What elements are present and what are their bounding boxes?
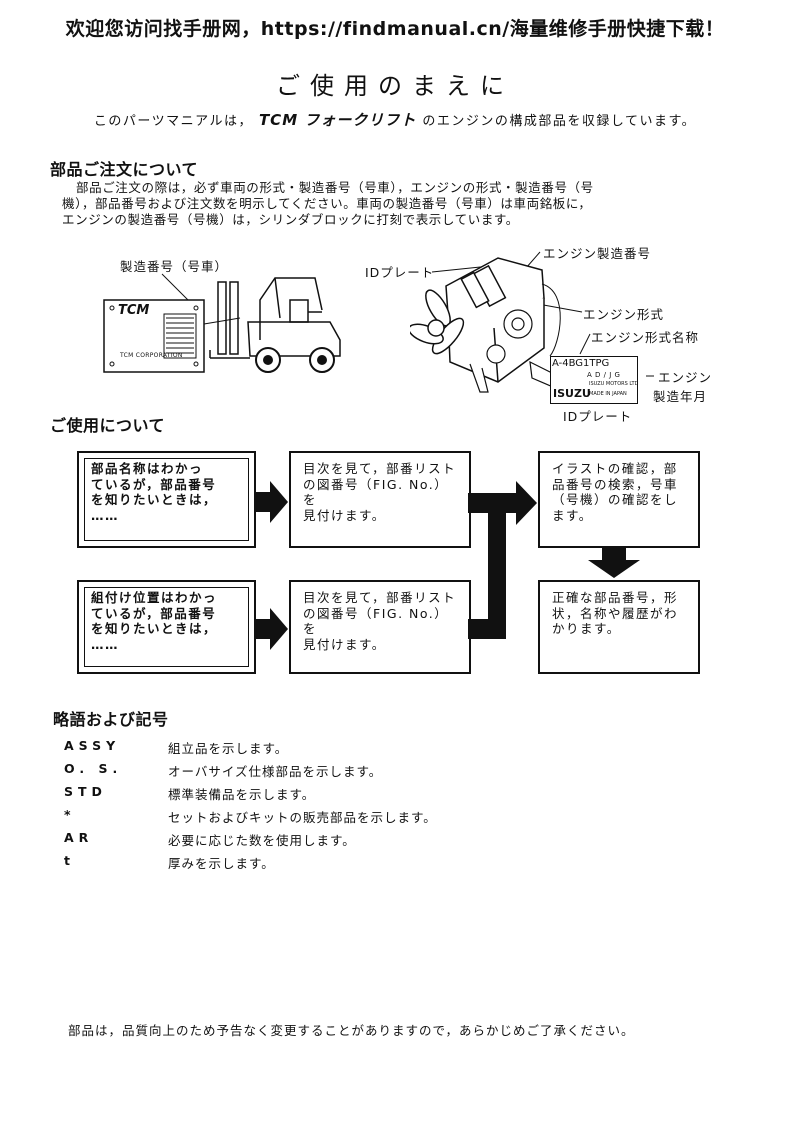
flow-box-find-fig: 目次を見て，部番リスト の図番号（FIG. No.）を 見付けます。 bbox=[289, 451, 471, 548]
flow-line: 部品名称はわかっ bbox=[91, 461, 204, 476]
flow-line: 正確な部品番号，形 bbox=[552, 590, 679, 605]
engine-model-name-label: エンジン形式名称 bbox=[591, 330, 700, 345]
engine-illustration bbox=[410, 251, 654, 393]
abbreviation-desc: 必要に応じた数を使用します。 bbox=[168, 833, 356, 848]
connector-lower bbox=[468, 619, 494, 639]
plate-brand: TCM bbox=[118, 303, 150, 318]
intro-brand: TCM フォークリフト bbox=[258, 111, 417, 129]
abbreviation-desc: 厚みを示します。 bbox=[168, 856, 275, 871]
abbreviation-key: t bbox=[64, 853, 75, 868]
flow-line: 状，名称や履歴がわ bbox=[552, 605, 679, 621]
site-banner: 欢迎您访问找手册网，https://findmanual.cn/海量维修手册快捷… bbox=[65, 18, 725, 40]
flow-text: 正確な部品番号，形 状，名称や履歴がわ かります。 bbox=[552, 590, 690, 637]
intro-before: このパーツマニアルは， bbox=[93, 114, 253, 129]
flow-box-name-known: 部品名称はわかっ ているが，部品番号 を知りたいときは， …… bbox=[77, 451, 256, 548]
arrow-right bbox=[254, 608, 288, 650]
abbreviation-key: O. S. bbox=[64, 761, 123, 776]
flow-line: イラストの確認，部 bbox=[552, 461, 678, 476]
flow-line: 品番号の検索，号車 bbox=[552, 476, 679, 492]
flow-line: …… bbox=[91, 636, 119, 652]
flow-box-position-known: 組付け位置はわかっ ているが，部品番号 を知りたいときは， …… bbox=[77, 580, 256, 674]
flow-box-result: 正確な部品番号，形 状，名称や履歴がわ かります。 bbox=[538, 580, 700, 674]
connector-vertical bbox=[488, 493, 506, 639]
ordering-line: エンジンの製造番号（号機）は，シリンダブロックに打刻で表示しています。 bbox=[62, 212, 519, 227]
flow-text: 目次を見て，部番リスト の図番号（FIG. No.）を 見付けます。 bbox=[303, 590, 461, 652]
flow-line: の図番号（FIG. No.）を bbox=[303, 476, 449, 508]
flow-line: かります。 bbox=[552, 621, 621, 636]
flow-line: の図番号（FIG. No.）を bbox=[303, 605, 449, 637]
abbreviation-key: STD bbox=[64, 784, 107, 799]
flow-line: 見付けます。 bbox=[303, 507, 386, 523]
flow-text: 部品名称はわかっ ているが，部品番号 を知りたいときは， …… bbox=[91, 461, 246, 523]
forklift-serial-label: 製造番号（号車） bbox=[120, 259, 229, 274]
ordering-line: 機），部品番号および注文数を明示してください。車両の製造番号（号車）は車両銘板に… bbox=[62, 196, 592, 211]
abbreviation-list: ASSY 組立品を示します。 O. S. オーバサイズ仕様部品を示します。 ST… bbox=[64, 738, 664, 878]
name-plate bbox=[103, 299, 205, 373]
page-title: ご使用のまえに bbox=[276, 72, 514, 100]
flow-line: ます。 bbox=[552, 507, 593, 523]
engine-date-label-2: 製造年月 bbox=[653, 389, 708, 404]
flow-line: 組付け位置はわかっ bbox=[91, 590, 218, 605]
flow-text: イラストの確認，部 品番号の検索，号車 （号機）の確認をし ます。 bbox=[552, 461, 690, 523]
abbreviation-desc: オーバサイズ仕様部品を示します。 bbox=[168, 764, 383, 779]
id-plate-label: IDプレート bbox=[365, 265, 435, 280]
engine-model-label: エンジン形式 bbox=[583, 307, 665, 322]
flow-line: を知りたいときは， bbox=[91, 492, 218, 507]
usage-heading: ご使用について bbox=[50, 416, 166, 435]
plate-maker: TCM CORPORATION bbox=[120, 352, 183, 359]
connector-upper bbox=[468, 493, 494, 513]
arrow-right bbox=[494, 481, 537, 525]
abbreviation-desc: 組立品を示します。 bbox=[168, 741, 289, 756]
ordering-heading: 部品ご注文について bbox=[50, 160, 199, 179]
forklift-illustration bbox=[103, 273, 341, 373]
abbreviation-key: * bbox=[64, 807, 76, 822]
intro-after: のエンジンの構成部品を収録しています。 bbox=[422, 114, 697, 129]
abbreviation-key: AR bbox=[64, 830, 94, 845]
plate-isuzu-motors: ISUZU MOTORS LTD bbox=[589, 381, 639, 387]
id-plate: A-4BG1TPG A D / J G ISUZU ISUZU MOTORS L… bbox=[550, 356, 638, 404]
ordering-paragraph: 部品ご注文の際は，必ず車両の形式・製造番号（号車），エンジンの形式・製造番号（号… bbox=[62, 180, 722, 228]
id-plate-bottom-label: IDプレート bbox=[563, 409, 633, 424]
plate-code: A D / J G bbox=[587, 371, 621, 379]
ordering-line: 部品ご注文の際は，必ず車両の形式・製造番号（号車），エンジンの形式・製造番号（号 bbox=[76, 180, 594, 195]
engine-serial-label: エンジン製造番号 bbox=[543, 246, 652, 261]
plate-made: MADE IN JAPAN bbox=[589, 391, 627, 397]
engine-date-label-1: エンジン bbox=[658, 370, 713, 385]
flow-text: 組付け位置はわかっ ているが，部品番号 を知りたいときは， …… bbox=[91, 590, 246, 652]
intro-line: このパーツマニアルは， TCM フォークリフトのエンジンの構成部品を収録しています… bbox=[0, 109, 790, 130]
flow-arrows bbox=[254, 481, 640, 650]
flow-line: 目次を見て，部番リスト bbox=[303, 461, 457, 476]
flow-line: 目次を見て，部番リスト bbox=[303, 590, 457, 605]
abbreviation-key: ASSY bbox=[64, 738, 121, 753]
flow-line: （号機）の確認をし bbox=[552, 492, 679, 507]
arrow-right bbox=[254, 481, 288, 523]
flow-text: 目次を見て，部番リスト の図番号（FIG. No.）を 見付けます。 bbox=[303, 461, 461, 523]
arrow-down bbox=[588, 546, 640, 578]
flow-line: を知りたいときは， bbox=[91, 621, 218, 636]
abbreviation-desc: セットおよびキットの販売部品を示します。 bbox=[168, 810, 437, 825]
flow-line: 見付けます。 bbox=[303, 636, 386, 652]
abbreviation-desc: 標準装備品を示します。 bbox=[168, 787, 316, 802]
flow-line: …… bbox=[91, 507, 119, 523]
footer-note: 部品は，品質向上のため予告なく変更することがありますので，あらかじめご了承くださ… bbox=[68, 1023, 635, 1038]
plate-isuzu-logo: ISUZU bbox=[553, 387, 591, 400]
flow-line: ているが，部品番号 bbox=[91, 605, 217, 621]
flow-line: ているが，部品番号 bbox=[91, 476, 217, 492]
abbreviations-heading: 略語および記号 bbox=[53, 710, 169, 729]
plate-model: A-4BG1TPG bbox=[552, 358, 610, 369]
